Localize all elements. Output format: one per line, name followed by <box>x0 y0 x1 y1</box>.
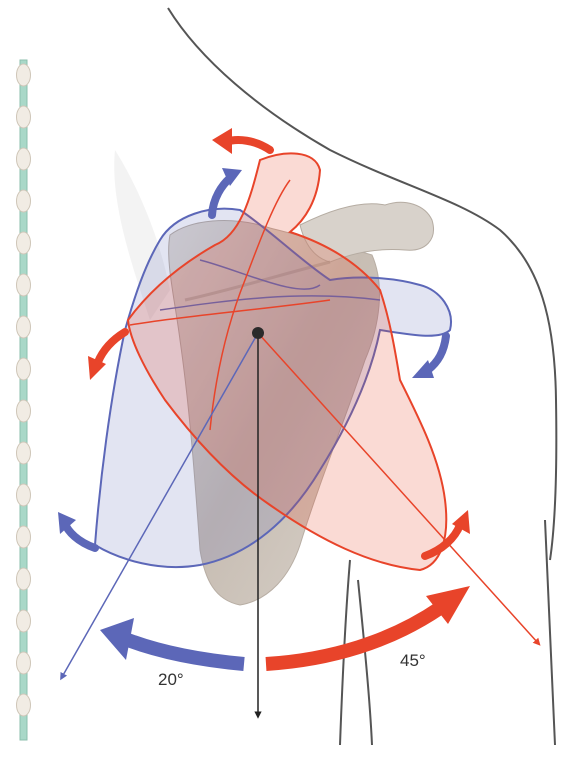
angle-label-45: 45° <box>400 651 426 671</box>
vertebra-bead-icon <box>17 694 31 716</box>
pivot-dot-icon <box>252 327 264 339</box>
vertebra-bead-icon <box>17 232 31 254</box>
upper-arm-line-right <box>358 580 372 745</box>
blue-20-arrowhead <box>100 618 134 660</box>
vertebra-bead-icon <box>17 274 31 296</box>
blue-20-arrow <box>128 640 244 664</box>
vertebra-bead-icon <box>17 64 31 86</box>
vertebra-bead-icon <box>17 568 31 590</box>
vertebra-bead-icon <box>17 190 31 212</box>
vertebra-bead-icon <box>17 316 31 338</box>
vertebra-bead-icon <box>17 526 31 548</box>
vertebra-bead-icon <box>17 442 31 464</box>
vertebra-bead-icon <box>17 358 31 380</box>
vertebra-bead-icon <box>17 400 31 422</box>
spine <box>17 60 31 740</box>
vertebra-bead-icon <box>17 610 31 632</box>
arrowhead-red-top <box>212 128 232 154</box>
vertebra-bead-icon <box>17 652 31 674</box>
vertebra-bead-icon <box>17 148 31 170</box>
vertebra-bead-icon <box>17 484 31 506</box>
vertebra-bead-icon <box>17 106 31 128</box>
angle-label-20: 20° <box>158 670 184 690</box>
curved-arrow-icon <box>428 336 446 370</box>
